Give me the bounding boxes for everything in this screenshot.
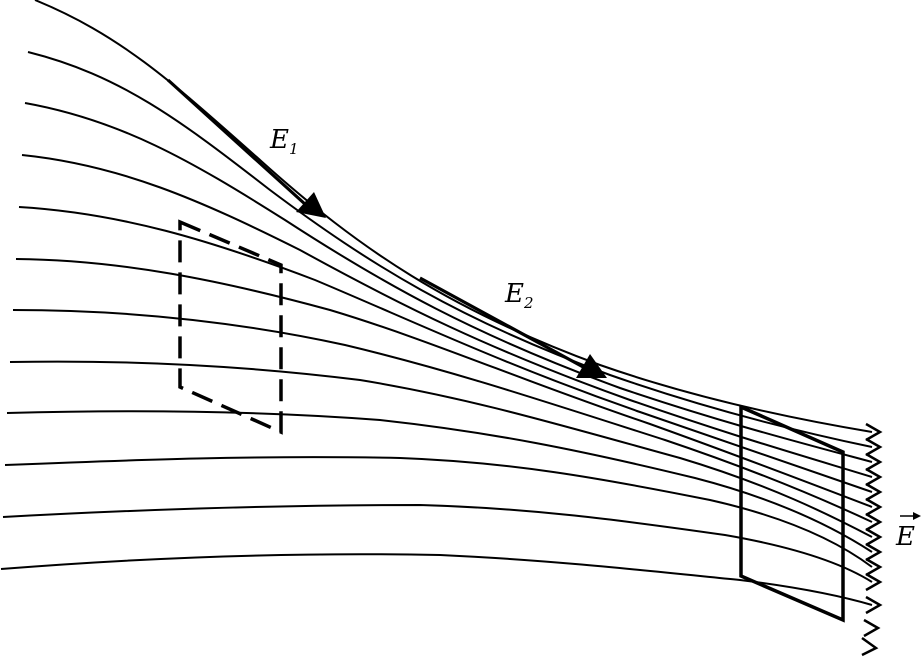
e2-vector — [419, 276, 607, 378]
svg-text:E: E — [895, 522, 915, 552]
e2-label: E2 — [504, 279, 534, 312]
field-line — [18, 206, 873, 493]
arrowhead-icon — [865, 572, 883, 592]
arrowhead-icon — [865, 527, 883, 547]
field-line — [34, 0, 873, 433]
arrowhead-icon — [861, 636, 879, 657]
vector-arrow-icon — [913, 512, 921, 520]
arrowhead-icon — [865, 542, 883, 562]
arrowhead-icon — [863, 618, 881, 638]
field-line — [15, 258, 873, 508]
arrowhead-icon — [865, 422, 883, 442]
arrowhead-icon — [865, 452, 883, 472]
solid-surface — [739, 404, 845, 623]
e1-arrowhead-icon — [296, 192, 326, 218]
field-line — [2, 503, 873, 583]
arrowhead-icon — [865, 482, 883, 502]
field-line — [9, 360, 873, 538]
arrowhead-icon — [865, 595, 883, 615]
field-line — [24, 102, 873, 463]
arrowhead-icon — [865, 512, 883, 532]
arrowhead-icon — [865, 467, 883, 487]
dashed-surface — [178, 219, 283, 435]
e1-label: E1 — [269, 125, 299, 158]
field-line — [12, 309, 873, 523]
field-lines — [0, 0, 873, 606]
e-field-label: E — [895, 512, 921, 552]
arrowhead-icon — [865, 497, 883, 517]
arrowhead-icon — [865, 557, 883, 577]
field-line — [6, 410, 873, 553]
field-line — [4, 456, 873, 568]
field-line — [0, 553, 873, 606]
e1-vector — [166, 78, 326, 218]
field-line — [27, 51, 873, 448]
e2-arrowhead-icon — [576, 354, 607, 378]
arrowhead-icon — [865, 437, 883, 457]
field-line — [21, 154, 873, 478]
field-line-arrowheads — [861, 422, 883, 657]
